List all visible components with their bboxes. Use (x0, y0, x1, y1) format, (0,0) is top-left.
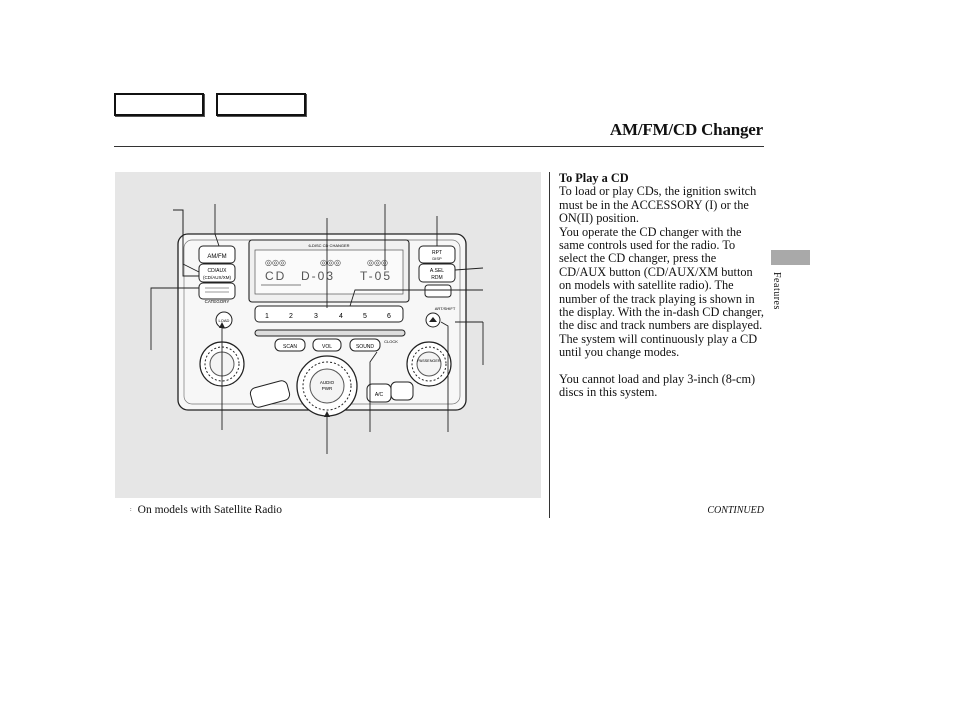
sound-label: SOUND (356, 344, 374, 350)
category-label: CATEGORY (205, 299, 230, 304)
cd-aux-xm-label: (CD/AUX/XM) (203, 275, 232, 280)
footnote-mark: : (130, 507, 132, 514)
display-disc: D-03 (301, 269, 335, 283)
load-label: LOAD (219, 318, 230, 323)
nav-tab-1[interactable] (114, 93, 204, 116)
pwr-label: PWR (322, 386, 333, 391)
disp-label: DISP (432, 256, 442, 261)
ac-label: A/C (375, 392, 384, 398)
scan-label: SCAN (283, 344, 297, 350)
svg-text:◎◎◎: ◎◎◎ (320, 258, 341, 267)
svg-text:◎◎◎: ◎◎◎ (265, 258, 286, 267)
paragraph-disc-size: You cannot load and play 3-inch (8-cm) d… (559, 372, 756, 400)
body-text: To Play a CD To load or play CDs, the ig… (559, 171, 764, 400)
vol-label: VOL (322, 344, 332, 350)
audio-unit-illustration: AM/FM CD/AUX (CD/AUX/XM) CATEGORY RPT DI… (150, 204, 484, 454)
audio-unit-figure: AM/FM CD/AUX (CD/AUX/XM) CATEGORY RPT DI… (115, 172, 541, 498)
section-side-label: Features (771, 272, 782, 310)
audio-label: AUDIO (320, 380, 335, 385)
art-shift-label: ART/SHIFT (435, 306, 456, 311)
footnote: : On models with Satellite Radio (130, 504, 282, 516)
preset-6: 6 (387, 313, 391, 320)
svg-text:◎◎◎: ◎◎◎ (367, 258, 388, 267)
title-rule (114, 146, 764, 147)
section-side-tab[interactable] (771, 250, 810, 265)
preset-1: 1 (265, 313, 269, 320)
section-heading: To Play a CD (559, 171, 629, 185)
column-divider (549, 172, 550, 518)
cd-aux-label: CD/AUX (208, 268, 228, 274)
nav-tab-2[interactable] (216, 93, 306, 116)
continued-label: CONTINUED (707, 505, 764, 516)
footnote-text: On models with Satellite Radio (137, 504, 283, 516)
display-mode: CD (265, 269, 286, 283)
passenger-label: PASSENGER (417, 359, 441, 363)
eject-icon (429, 317, 437, 322)
preset-3: 3 (314, 313, 318, 320)
paragraph-ignition: To load or play CDs, the ignition switch… (559, 184, 757, 226)
preset-2: 2 (289, 313, 293, 320)
display-track: T-05 (360, 269, 392, 283)
a-sel-label: A.SEL (430, 268, 444, 274)
preset-5: 5 (363, 313, 367, 320)
page-title: AM/FM/CD Changer (609, 120, 763, 139)
preset-4: 4 (339, 313, 343, 320)
clock-label: CLOCK (384, 339, 398, 344)
rpt-label: RPT (432, 250, 442, 256)
am-fm-label: AM/FM (207, 254, 226, 260)
rdm-label: RDM (431, 275, 442, 281)
changer-label: 6-DISC CD CHANGER (308, 243, 349, 248)
paragraph-operation: You operate the CD changer with the same… (559, 224, 764, 360)
